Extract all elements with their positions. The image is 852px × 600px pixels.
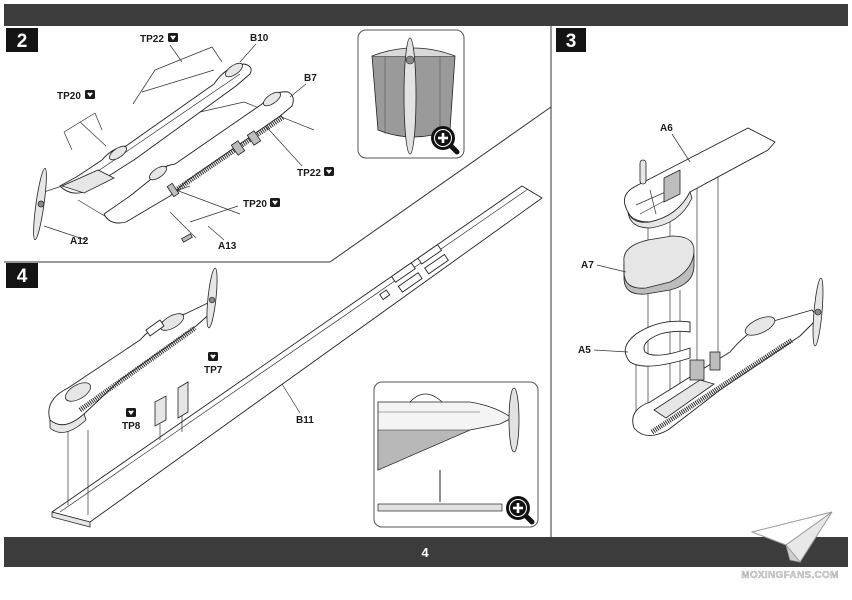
watermark-text: MOXINGFANS.COM: [741, 570, 839, 581]
clear-part-icon: [324, 167, 334, 176]
page-number: 4: [421, 545, 429, 560]
label-tp8: TP8: [122, 421, 141, 432]
plank-markings: [379, 244, 449, 300]
step2-detail-inset: [357, 29, 465, 159]
label-b11: B11: [296, 415, 314, 426]
clear-part-icon: [85, 90, 95, 99]
step3-illustration: A6 A7 A5: [578, 123, 824, 436]
label-tp22-right: TP22: [297, 168, 321, 179]
label-a5: A5: [578, 345, 591, 356]
label-a6: A6: [660, 123, 673, 134]
label-a12: A12: [70, 236, 89, 247]
clear-part-icon: [126, 408, 136, 417]
step-badge-2: 2: [6, 28, 38, 52]
label-tp22-top: TP22: [140, 34, 164, 45]
label-tp20-left: TP20: [57, 91, 81, 102]
step2-guide-lines: [43, 44, 315, 239]
step-number-4: 4: [17, 266, 28, 287]
part-tp8: [154, 395, 167, 427]
label-a13: A13: [218, 241, 237, 252]
part-a6: [623, 127, 776, 229]
watermark-logo: MOXINGFANS.COM: [741, 511, 839, 581]
divider-diagonal: [329, 106, 552, 263]
step4-fuselage: [48, 301, 215, 433]
step-number-3: 3: [566, 31, 577, 52]
label-tp7: TP7: [204, 365, 223, 376]
part-b11-plank: [51, 185, 543, 528]
step4-illustration: TP7 TP8 B11: [48, 185, 543, 528]
label-tp20-right: TP20: [243, 199, 267, 210]
label-b7: B7: [304, 73, 317, 84]
step3-propeller: [812, 277, 824, 347]
step-badge-4: 4: [6, 263, 38, 288]
step-number-2: 2: [17, 31, 28, 52]
top-bar: [4, 4, 848, 26]
inset-propeller: [403, 37, 417, 155]
step4-detail-inset: [373, 381, 539, 528]
clear-part-icon: [208, 352, 218, 361]
bottom-bar: [4, 537, 848, 567]
part-tp7: [177, 381, 189, 419]
label-a7: A7: [581, 260, 594, 271]
part-a5: [624, 320, 691, 367]
step3-fuselage: [632, 309, 819, 436]
paper-plane-icon: [750, 511, 833, 563]
inset-propeller-side: [508, 387, 520, 453]
clear-part-icon: [168, 33, 178, 42]
step4-propeller: [206, 267, 218, 329]
part-a12-propeller: [33, 167, 47, 241]
part-b10-fuselage-half: [59, 62, 252, 194]
part-a7: [623, 235, 695, 295]
part-b7-fuselage-half: [103, 91, 294, 224]
label-b10: B10: [250, 33, 269, 44]
step-badge-3: 3: [556, 28, 586, 52]
part-a13: [181, 233, 193, 243]
clear-part-icon: [270, 198, 280, 207]
step2-illustration: TP22 B10 TP20 B7 TP22 TP20 A12 A13: [33, 33, 334, 252]
